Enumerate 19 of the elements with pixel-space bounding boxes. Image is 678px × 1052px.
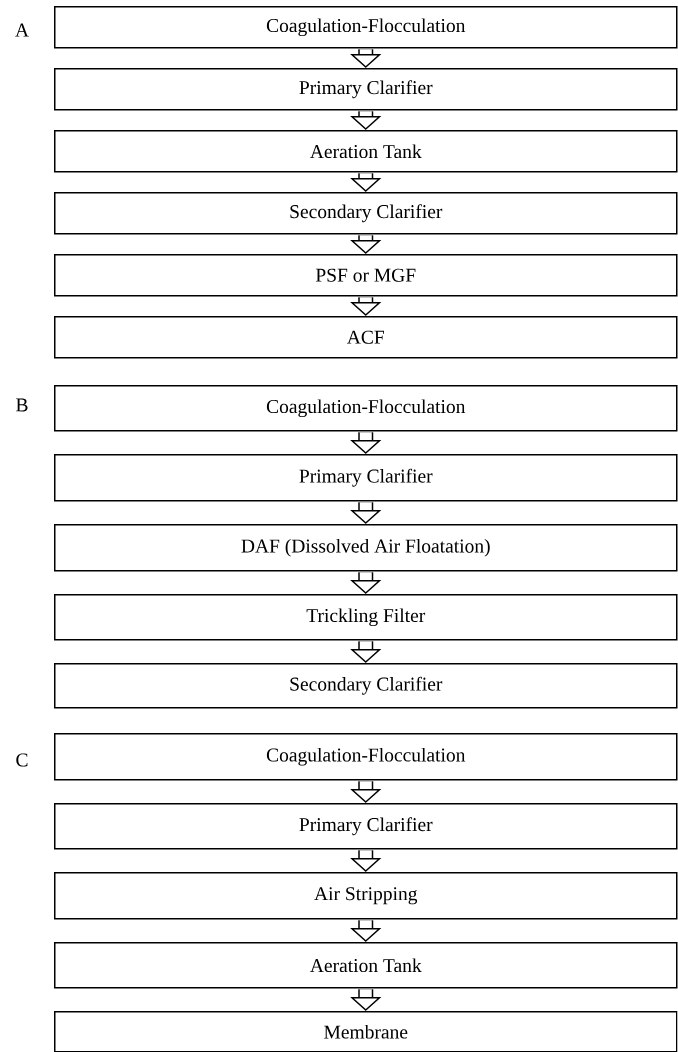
process-box: Aeration Tank (54, 942, 678, 989)
process-box: Primary Clarifier (54, 454, 678, 502)
panel-letter: B (16, 398, 28, 412)
process-box: Primary Clarifier (54, 803, 678, 850)
process-box: Secondary Clarifier (54, 192, 678, 235)
process-box: Coagulation-Flocculation (54, 385, 678, 432)
process-box: Aeration Tank (54, 130, 678, 173)
process-box: Air Stripping (54, 872, 678, 920)
process-box: Coagulation-Flocculation (54, 733, 678, 781)
process-box: Trickling Filter (54, 594, 678, 641)
process-box: DAF (Dissolved Air Floatation) (54, 524, 678, 572)
panel-letter: A (15, 23, 29, 37)
process-box: Secondary Clarifier (54, 663, 678, 709)
process-box: Primary Clarifier (54, 68, 678, 111)
process-box: ACF (54, 316, 678, 359)
process-box: PSF or MGF (54, 254, 678, 297)
panel-letter: C (16, 753, 28, 767)
process-box: Coagulation-Flocculation (54, 6, 678, 49)
process-box: Membrane (54, 1011, 678, 1052)
